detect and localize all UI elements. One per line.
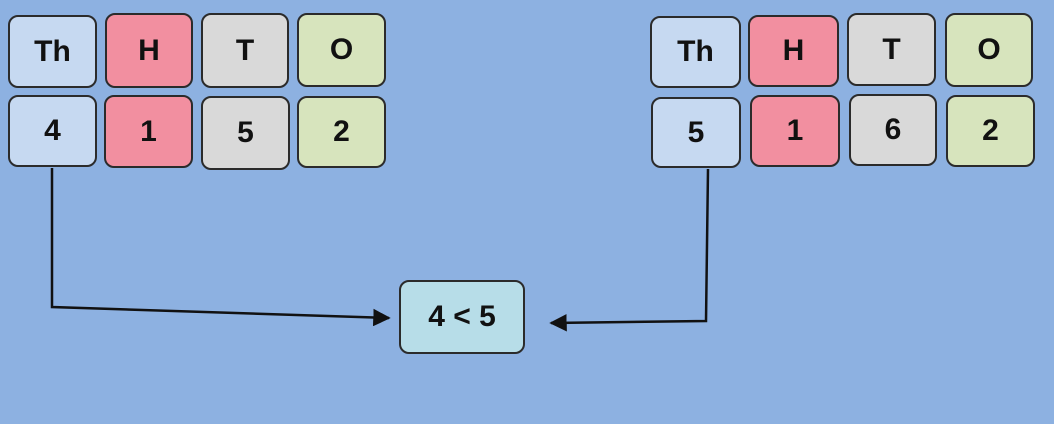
right-digit-tens: 6 [849, 94, 937, 166]
right-arrow [549, 168, 710, 332]
right-header-hundreds: H [748, 15, 839, 87]
right-digit-hundreds: 1 [750, 95, 840, 167]
left-arrow [50, 168, 391, 327]
right-digit-ones: 2 [946, 95, 1035, 167]
comparison-result-box: 4 < 5 [399, 280, 525, 354]
left-header-thousands: Th [8, 15, 97, 88]
left-digit-hundreds: 1 [104, 95, 193, 168]
left-header-hundreds: H [105, 13, 193, 88]
left-digit-tens: 5 [201, 96, 290, 170]
left-header-tens: T [201, 13, 289, 88]
left-digit-ones: 2 [297, 96, 386, 168]
left-digit-thousands: 4 [8, 95, 97, 167]
right-header-ones: O [945, 13, 1033, 87]
left-header-ones: O [297, 13, 386, 87]
right-digit-thousands: 5 [651, 97, 741, 168]
right-header-thousands: Th [650, 16, 741, 88]
right-header-tens: T [847, 13, 936, 86]
comparison-text: 4 < 5 [428, 300, 496, 333]
